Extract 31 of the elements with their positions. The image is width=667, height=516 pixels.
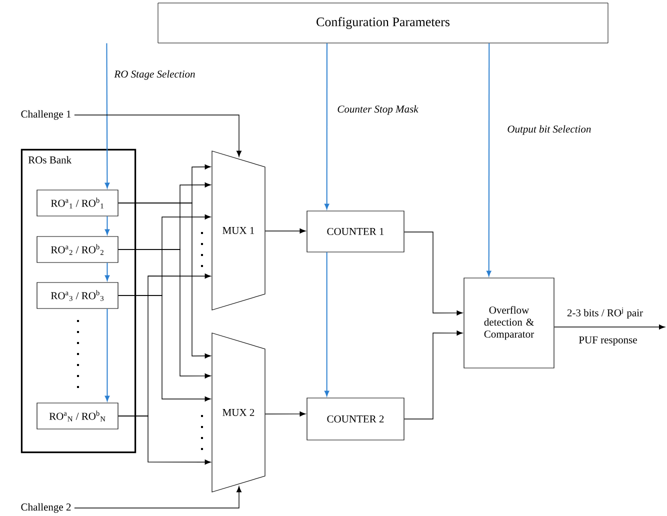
edge-label: Output bit Selection	[506, 124, 592, 136]
input-label: Challenge 1	[21, 110, 71, 120]
counter-box: COUNTER 2	[306, 398, 404, 440]
arrow	[104, 262, 110, 281]
output-caption: PUF response	[578, 336, 637, 346]
arrow	[104, 308, 110, 402]
input-label: Challenge 2	[21, 503, 71, 513]
config-box: Configuration Parameters	[158, 2, 608, 44]
arrow	[554, 324, 665, 330]
edge-label: 2-3 bits / RO$^{j}$ pair	[566, 306, 644, 320]
arrow	[118, 295, 211, 402]
arrow	[104, 42, 110, 188]
arrow	[404, 232, 463, 316]
arrow	[118, 416, 211, 465]
edge-label: RO Stage Selection	[113, 69, 196, 81]
arrow	[74, 486, 242, 508]
arrow	[404, 330, 463, 420]
mux-trapezoid: MUX 2	[212, 332, 266, 492]
arrow	[104, 216, 110, 235]
arrow	[264, 228, 306, 234]
arrow	[118, 202, 211, 358]
mux-trapezoid: MUX 1	[212, 150, 266, 310]
edge-label: Counter Stop Mask	[336, 104, 420, 116]
counter-box: COUNTER 1	[306, 210, 404, 252]
arrow	[118, 249, 211, 378]
arrow	[324, 252, 330, 396]
arrow	[264, 411, 306, 416]
arrow	[324, 42, 330, 210]
arrow	[486, 42, 492, 276]
arrow	[74, 114, 242, 157]
comparator-box: Overflow detection & Comparator	[464, 278, 554, 368]
